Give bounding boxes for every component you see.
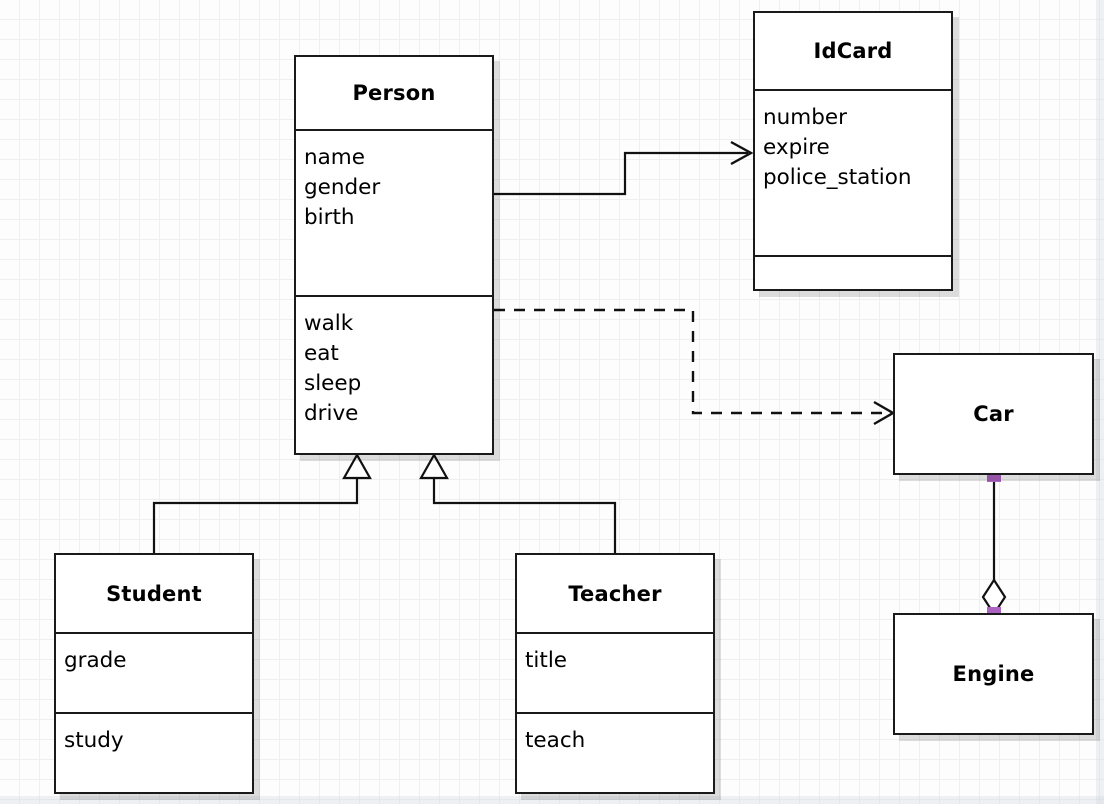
operations-student: study: [56, 712, 252, 794]
relationship-student-person[interactable]: [152, 452, 372, 553]
class-name-person: Person: [352, 81, 436, 105]
class-name-student: Student: [106, 581, 202, 606]
attributes-idcard: number expire police_station: [755, 89, 951, 255]
class-name-idcard: IdCard: [813, 39, 893, 63]
operations-teacher: teach: [517, 712, 713, 794]
attribute-row: police_station: [763, 165, 912, 190]
attribute-row: birth: [304, 205, 355, 230]
attributes-person: name gender birth: [296, 129, 492, 295]
operation-row: walk: [304, 311, 354, 336]
attribute-row: title: [525, 648, 568, 673]
operation-row: eat: [304, 341, 339, 366]
canvas-bottom-edge: [0, 796, 1104, 804]
canvas-right-edge: [1096, 0, 1104, 804]
operations-person: walk eat sleep drive: [296, 295, 492, 455]
attributes-teacher: title: [517, 632, 713, 712]
class-box-teacher[interactable]: Teacher title teach: [515, 553, 715, 794]
operation-row: study: [64, 728, 124, 753]
relationship-person-idcard[interactable]: [494, 140, 754, 196]
class-box-person[interactable]: Person name gender birth walk eat sleep …: [294, 55, 494, 455]
relationship-car-engine[interactable]: [981, 468, 1007, 621]
class-name-engine: Engine: [952, 662, 1035, 686]
operation-row: teach: [525, 728, 586, 753]
attribute-row: grade: [64, 648, 127, 673]
attribute-row: gender: [304, 175, 381, 200]
class-box-engine[interactable]: Engine: [893, 613, 1094, 735]
operation-row: drive: [304, 401, 359, 426]
relationship-teacher-person[interactable]: [419, 452, 617, 553]
operation-row: sleep: [304, 371, 362, 396]
class-box-car[interactable]: Car: [893, 353, 1094, 475]
attribute-row: number: [763, 105, 847, 130]
class-box-idcard[interactable]: IdCard number expire police_station: [753, 11, 953, 291]
attribute-row: name: [304, 145, 365, 170]
class-name-car: Car: [973, 402, 1014, 426]
relationship-person-car[interactable]: [494, 308, 896, 426]
class-name-teacher: Teacher: [568, 581, 662, 606]
attributes-student: grade: [56, 632, 252, 712]
class-box-student[interactable]: Student grade study: [54, 553, 254, 794]
attribute-row: expire: [763, 135, 830, 160]
operations-idcard: [755, 255, 951, 289]
